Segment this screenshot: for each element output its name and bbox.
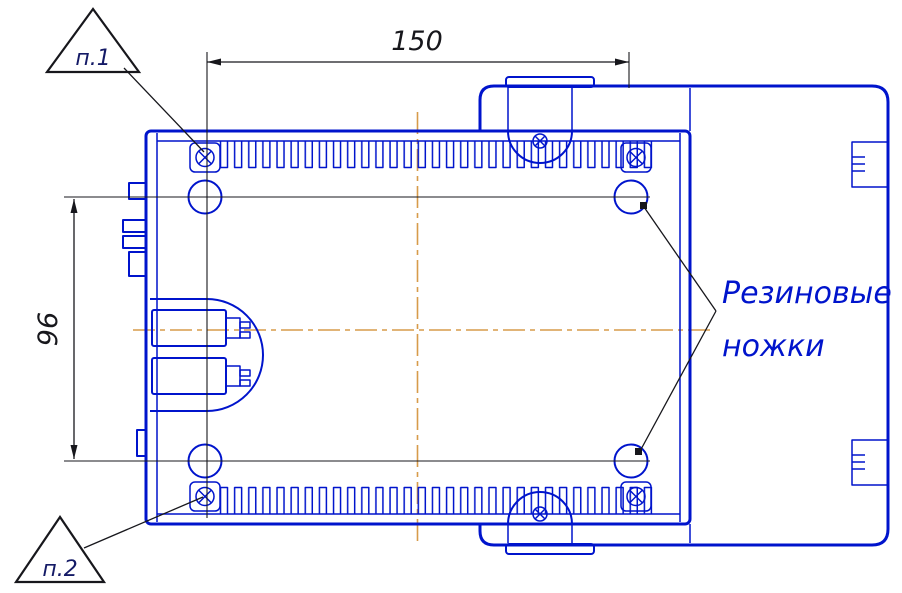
marker-leader xyxy=(83,496,204,549)
rubber-feet-note: Резиновые ножки xyxy=(635,202,892,455)
marker-leader xyxy=(123,67,205,153)
left-side-tabs xyxy=(122,182,147,457)
right-bracket-outline xyxy=(478,84,890,547)
arrowhead-down-icon xyxy=(70,445,78,459)
arrowhead-left-icon xyxy=(207,58,221,66)
arrowhead-right-icon xyxy=(615,58,629,66)
marker-p2-label: п.2 xyxy=(42,557,77,582)
connector-shroud xyxy=(150,298,264,412)
leader-dot-bottom-icon xyxy=(635,448,642,455)
note-leader-top xyxy=(643,206,717,312)
triangle-marker-icon xyxy=(13,515,107,584)
cooling-fins-top xyxy=(218,141,656,170)
connector-port-1 xyxy=(151,309,227,347)
main-housing-outline xyxy=(144,129,692,526)
screw-top-left-icon xyxy=(195,147,215,168)
note-line-2: ножки xyxy=(722,329,825,364)
marker-p1-label: п.1 xyxy=(75,46,110,71)
centerlines xyxy=(133,112,710,542)
cooling-fins-bottom xyxy=(218,485,656,514)
corner-screws xyxy=(189,142,652,512)
screw-bottom-left-icon xyxy=(195,486,215,507)
connector-port-2 xyxy=(151,357,227,395)
dimension-height: 96 xyxy=(33,196,650,462)
datum-marker-p2: п.2 xyxy=(13,496,204,584)
datum-marker-p1: п.1 xyxy=(44,7,205,153)
dimension-height-value: 96 xyxy=(33,312,64,346)
triangle-marker-icon xyxy=(44,7,142,74)
device-body xyxy=(122,76,890,555)
note-leader-bottom xyxy=(638,310,717,454)
right-clip-top xyxy=(851,141,889,188)
note-line-1: Резиновые xyxy=(722,276,892,311)
edge-bosses xyxy=(507,87,573,543)
dimension-width: 150 xyxy=(206,26,630,518)
arrowhead-up-icon xyxy=(70,199,78,213)
right-clip-bottom xyxy=(851,439,889,486)
leader-dot-top-icon xyxy=(640,202,647,209)
connector-block xyxy=(150,298,264,412)
dimension-width-value: 150 xyxy=(391,26,443,57)
